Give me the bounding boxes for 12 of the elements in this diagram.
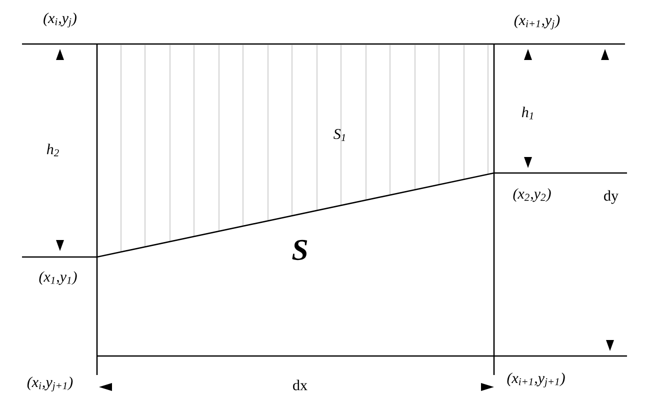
area-label: S [292, 240, 308, 260]
point-label: (x$_{i+1}$,y$_{j+1}$) [507, 372, 565, 388]
point-label: (x$_{1}$,y$_{1}$) [39, 271, 77, 285]
area-label: S$_{1}$ [334, 128, 345, 142]
point-label: (x$_{i+1}$,y$_{j}$) [514, 14, 560, 30]
dimension-label: h$_{2}$ [46, 144, 59, 156]
dimension-label: dx [293, 380, 308, 390]
point-label: (x$_{2}$,y$_{2}$) [513, 188, 551, 202]
dimension-label: dy [604, 190, 618, 204]
dimension-label: h$_{1}$ [522, 106, 533, 120]
point-label: (x$_{i}$,y$_{j}$) [44, 12, 76, 28]
point-label: (x$_{i}$,y$_{j+1}$) [27, 376, 73, 392]
